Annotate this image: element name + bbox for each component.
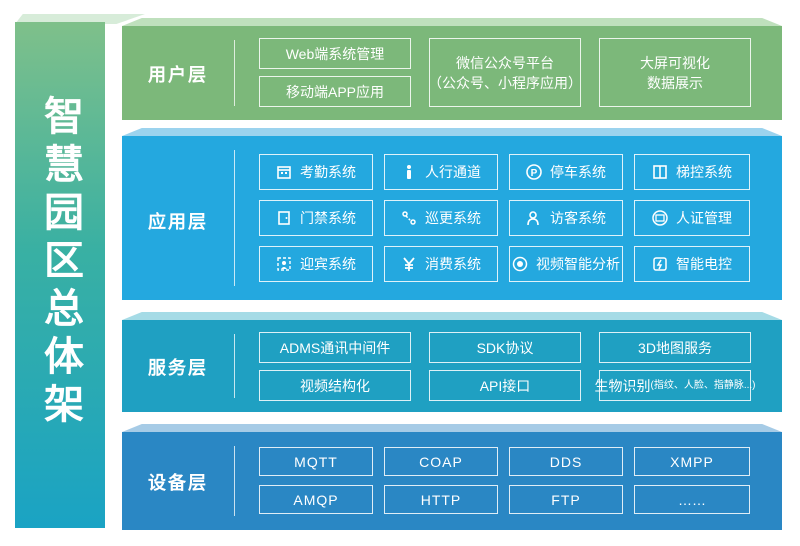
welcome-icon (276, 256, 292, 272)
user-layer: 用户层 Web端系统管理 移动端APP应用 微信公众号平台 （公众号、小程序应用… (122, 18, 782, 120)
mqtt-label: MQTT (294, 453, 338, 470)
svg-text:P: P (531, 168, 538, 179)
video-struct-box: 视频结构化 (259, 370, 411, 401)
biometric-sub-label: (指纹、人脸、指静脉...) (650, 379, 756, 391)
xmpp-box: XMPP (634, 447, 750, 476)
device-layer-body: 设备层 MQTT COAP DDS XMPP AMQP HTTP FTP …… (122, 432, 782, 530)
elevator-box: 梯控系统 (634, 154, 750, 190)
camera-icon (512, 256, 528, 272)
xmpp-label: XMPP (670, 453, 714, 470)
id-verify-label: 人证管理 (676, 210, 732, 226)
device-layer: 设备层 MQTT COAP DDS XMPP AMQP HTTP FTP …… (122, 424, 782, 530)
pedestrian-label: 人行通道 (425, 164, 481, 180)
map3d-label: 3D地图服务 (638, 339, 712, 356)
wechat-sub-label: （公众号、小程序应用） (428, 74, 582, 91)
visitor-box: 访客系统 (509, 200, 623, 236)
service-layer-label: 服务层 (148, 358, 208, 378)
user-layer-body: 用户层 Web端系统管理 移动端APP应用 微信公众号平台 （公众号、小程序应用… (122, 26, 782, 120)
video-analysis-box: 视频智能分析 (509, 246, 623, 282)
mobile-app-label: 移动端APP应用 (285, 83, 384, 100)
service-layer-body: 服务层 ADMS通讯中间件 SDK协议 3D地图服务 视频结构化 API接口 生… (122, 320, 782, 412)
app-layer-top (122, 128, 782, 136)
attendance-label: 考勤系统 (300, 164, 356, 180)
app-layer-body: 应用层 考勤系统 人行通道 P 停车系统 梯控系统 门禁系统 巡更系统 访客系统 (122, 136, 782, 300)
app-layer-label: 应用层 (148, 212, 208, 232)
attendance-box: 考勤系统 (259, 154, 373, 190)
video-analysis-label: 视频智能分析 (536, 256, 620, 272)
mqtt-box: MQTT (259, 447, 373, 476)
parking-box: P 停车系统 (509, 154, 623, 190)
web-admin-label: Web端系统管理 (285, 45, 385, 62)
biometric-box: 生物识别 (指纹、人脸、指静脉...) (595, 370, 756, 401)
wechat-box: 微信公众号平台 （公众号、小程序应用） (428, 38, 582, 107)
consume-label: 消费系统 (425, 256, 481, 272)
map3d-box: 3D地图服务 (599, 332, 751, 363)
coap-label: COAP (419, 453, 463, 470)
user-layer-top (122, 18, 782, 26)
power-control-box: 智能电控 (634, 246, 750, 282)
service-layer-top (122, 312, 782, 320)
door-icon (276, 210, 292, 226)
user-layer-divider (234, 40, 235, 106)
bigscreen-label: 大屏可视化 (640, 54, 710, 71)
calendar-icon (276, 164, 292, 180)
mobile-app-box: 移动端APP应用 (259, 76, 411, 107)
service-layer: 服务层 ADMS通讯中间件 SDK协议 3D地图服务 视频结构化 API接口 生… (122, 312, 782, 412)
elevator-icon (652, 164, 668, 180)
device-layer-divider (234, 446, 235, 516)
ftp-label: FTP (551, 491, 581, 508)
ftp-box: FTP (509, 485, 623, 514)
id-verify-box: 人证管理 (634, 200, 750, 236)
biometric-label: 生物识别 (594, 377, 651, 394)
app-layer: 应用层 考勤系统 人行通道 P 停车系统 梯控系统 门禁系统 巡更系统 访客系统 (122, 128, 782, 300)
video-struct-label: 视频结构化 (300, 377, 370, 394)
welcome-label: 迎宾系统 (300, 256, 356, 272)
coap-box: COAP (384, 447, 498, 476)
adms-label: ADMS通讯中间件 (279, 339, 391, 356)
pedestrian-box: 人行通道 (384, 154, 498, 190)
power-icon (652, 256, 668, 272)
amqp-label: AMQP (293, 491, 339, 508)
bigscreen-sub-label: 数据展示 (647, 74, 703, 91)
sdk-box: SDK协议 (429, 332, 581, 363)
access-label: 门禁系统 (300, 210, 356, 226)
api-box: API接口 (429, 370, 581, 401)
person-icon (401, 164, 417, 180)
dds-box: DDS (509, 447, 623, 476)
wechat-label: 微信公众号平台 (456, 54, 554, 71)
id-card-icon (652, 210, 668, 226)
more-protocols-label: …… (678, 491, 706, 508)
user-layer-label: 用户层 (148, 65, 208, 85)
title-pillar (15, 22, 105, 528)
welcome-box: 迎宾系统 (259, 246, 373, 282)
amqp-box: AMQP (259, 485, 373, 514)
patrol-label: 巡更系统 (425, 210, 481, 226)
device-layer-top (122, 424, 782, 432)
device-layer-label: 设备层 (148, 473, 208, 493)
pillar-cap (15, 14, 145, 24)
bigscreen-box: 大屏可视化 数据展示 (599, 38, 751, 107)
route-icon (401, 210, 417, 226)
visitor-label: 访客系统 (550, 210, 606, 226)
page-title: 智慧园区总体架 (38, 95, 82, 431)
sdk-label: SDK协议 (476, 339, 534, 356)
access-box: 门禁系统 (259, 200, 373, 236)
more-protocols-box: …… (634, 485, 750, 514)
yen-icon (401, 256, 417, 272)
service-layer-divider (234, 334, 235, 398)
app-layer-divider (234, 150, 235, 286)
consume-box: 消费系统 (384, 246, 498, 282)
web-admin-box: Web端系统管理 (259, 38, 411, 69)
parking-label: 停车系统 (550, 164, 606, 180)
adms-box: ADMS通讯中间件 (259, 332, 411, 363)
parking-icon: P (526, 164, 542, 180)
power-control-label: 智能电控 (676, 256, 732, 272)
visitor-icon (526, 210, 542, 226)
api-label: API接口 (479, 377, 531, 394)
http-box: HTTP (384, 485, 498, 514)
elevator-label: 梯控系统 (676, 164, 732, 180)
patrol-box: 巡更系统 (384, 200, 498, 236)
dds-label: DDS (549, 453, 583, 470)
http-label: HTTP (420, 491, 462, 508)
